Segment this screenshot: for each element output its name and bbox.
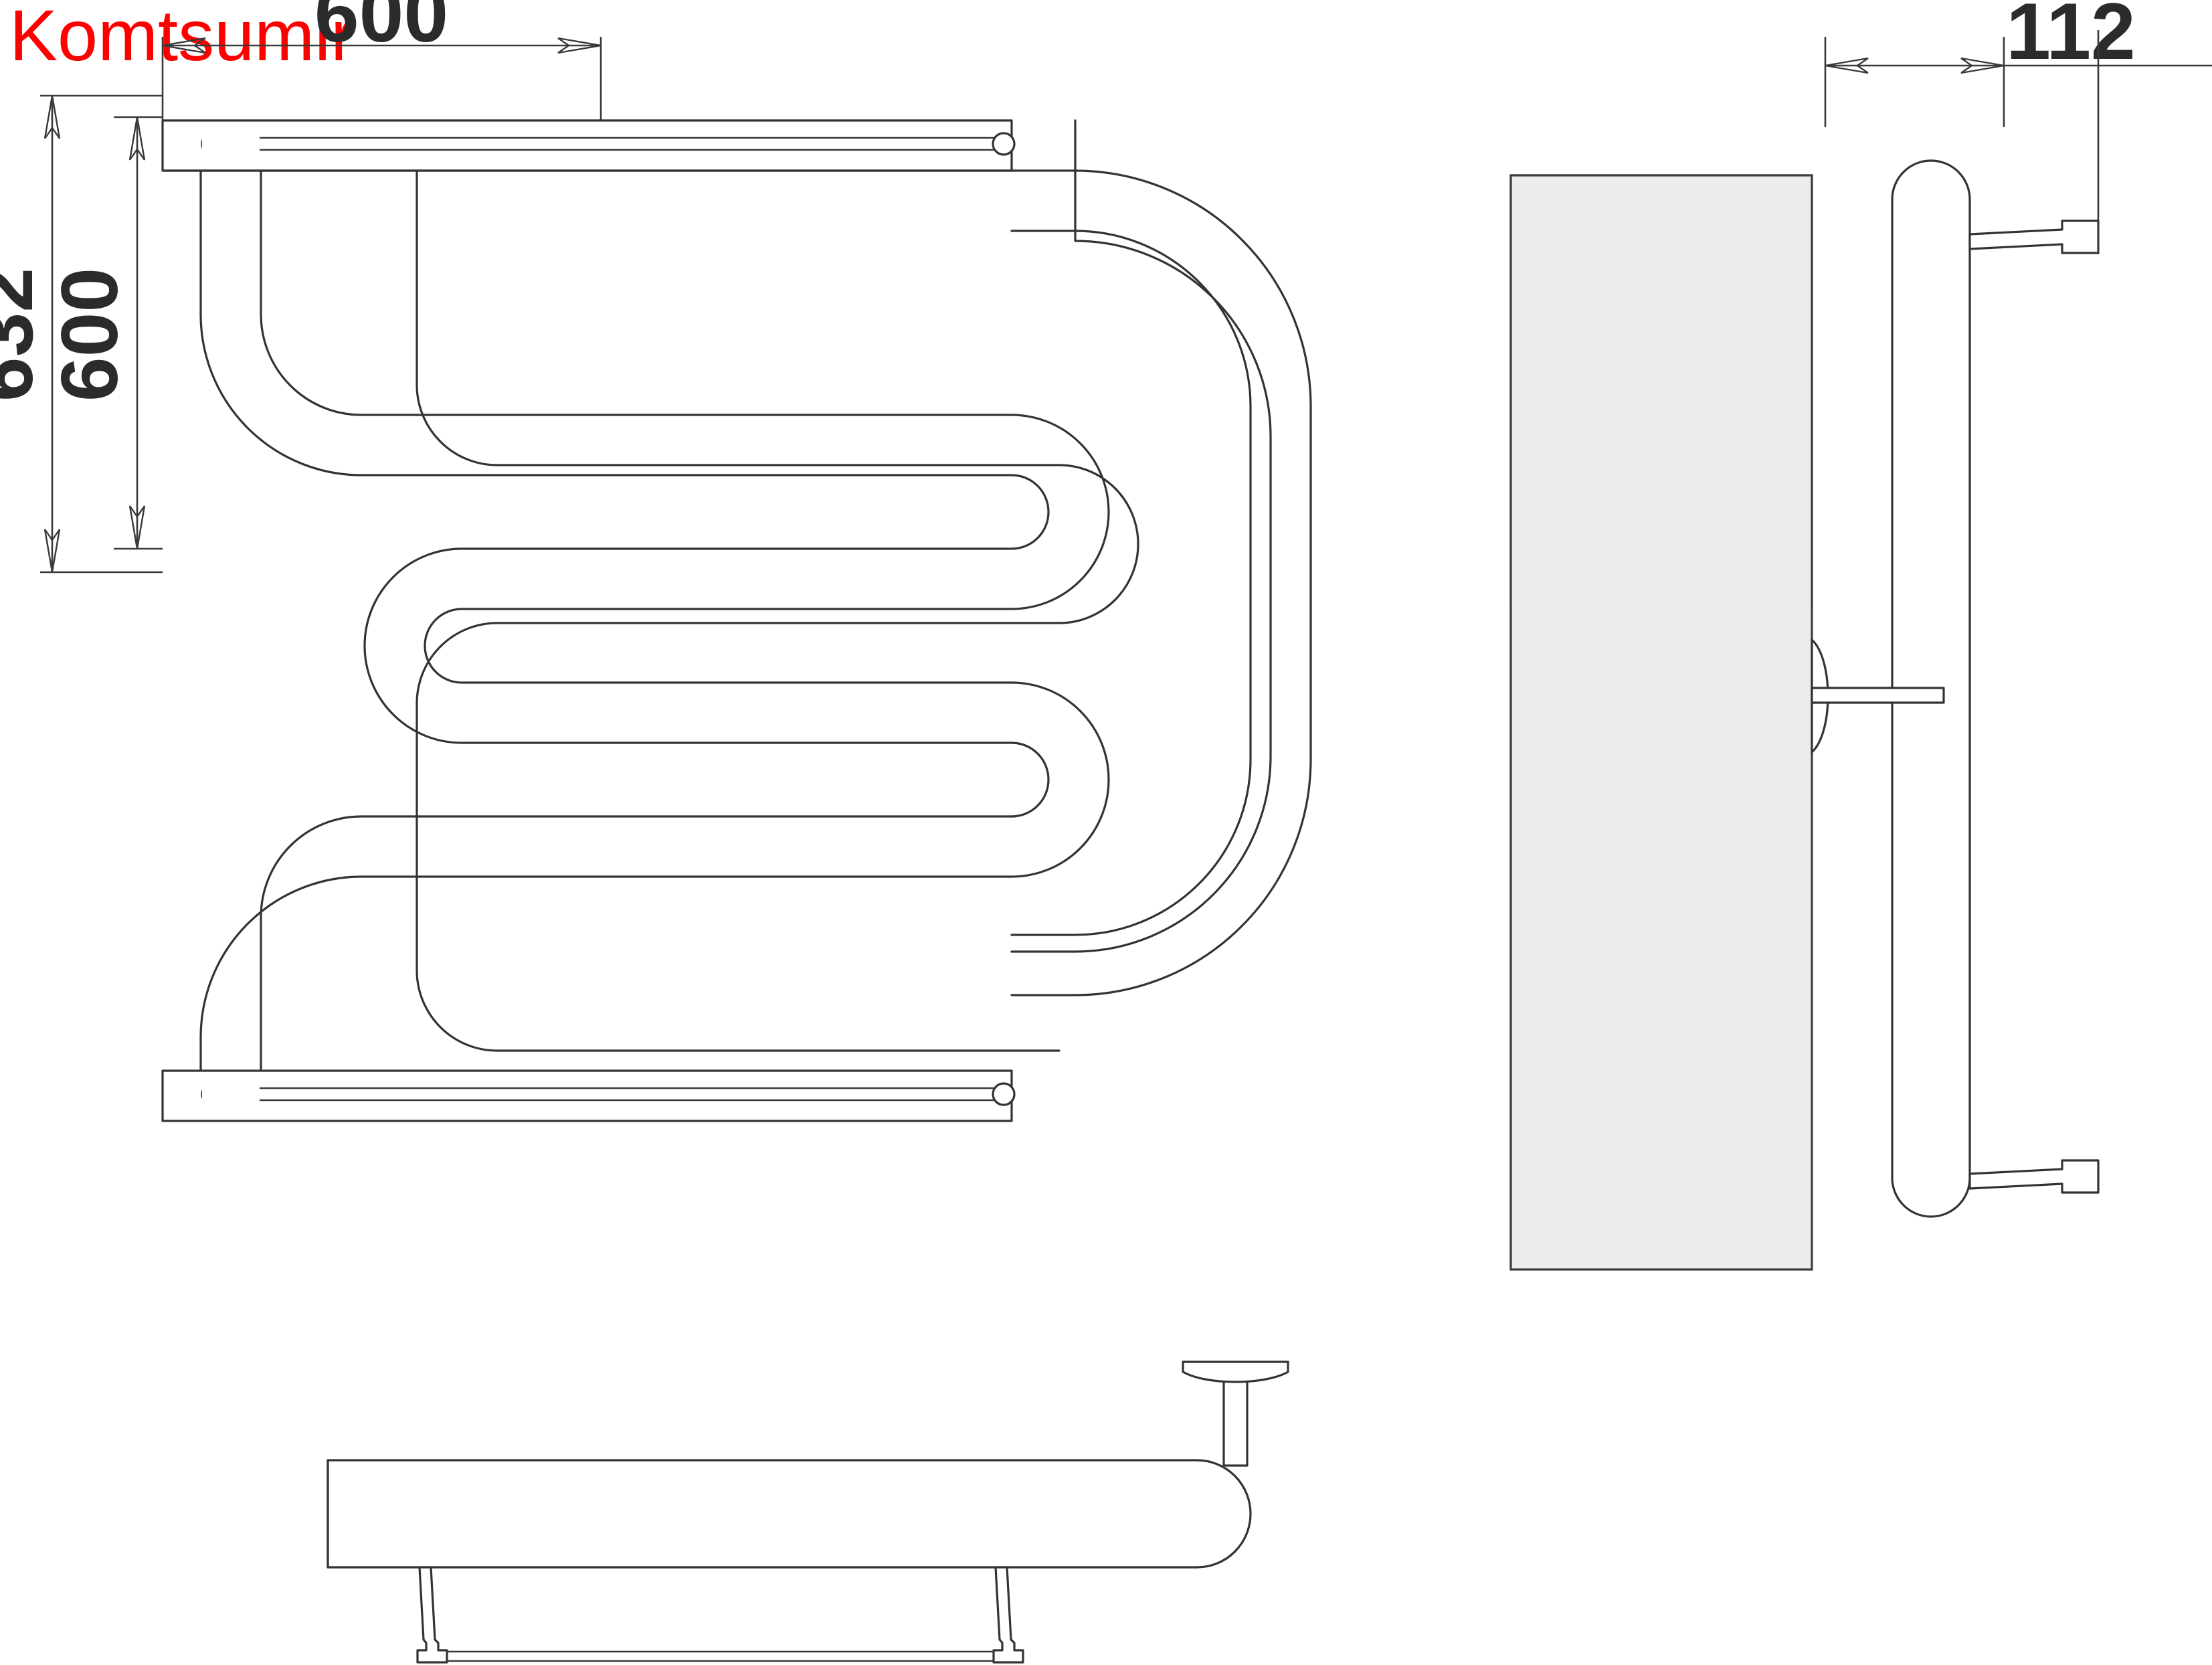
dimension-label-height-inner: 600 [45,268,134,402]
arrowhead-right [557,37,602,54]
arrowhead-left [162,37,206,54]
bottom-connector-right [992,1566,1024,1664]
outer-right-sweep-inner [1010,119,1272,953]
side-view [1509,30,2100,1271]
dimension-label-depth: 112 [2006,0,2136,76]
bottom-connector-left [416,1566,448,1664]
wall-block-full [1509,174,1813,1271]
dimension-height-632: 632 [0,94,163,574]
tube-edge-6 [424,608,1013,684]
tube-edge-7 [1010,681,1110,878]
arrowhead-top [128,116,146,161]
front-view [161,119,1312,1122]
serpentine-inner-edge [416,119,1139,1052]
tube-edge-4 [1010,474,1050,550]
dimension-width-600: 600 [161,0,602,120]
dimension-label-height-overall: 632 [0,268,50,402]
arrowhead-bottom [43,529,61,573]
arrowhead-bottom [128,505,146,549]
bottom-mount-hole-right [992,1082,1016,1106]
top-connector-nipple [1968,220,2100,254]
outer-sweep-outer [1010,169,1312,996]
arrowhead-top [43,95,61,139]
arrowhead-left [1825,57,1869,74]
outer-sweep-inner [1010,230,1252,936]
tube-edge-10 [199,875,1013,1072]
tube-edge-8 [1010,741,1050,818]
bottom-view [327,1361,1289,1664]
seam-cover-top [202,122,260,169]
bottom-manifold-bar [161,1069,1013,1122]
tube-edge-2 [260,159,1013,416]
dimension-height-600: 600 [45,116,163,550]
dimension-label-width: 600 [314,0,448,59]
wall-bracket-arm [1811,687,1945,704]
top-mount-hole-right [992,132,1016,156]
bottom-connector-nipple [1968,1159,2100,1194]
bracket-wall-plate [1182,1361,1289,1383]
tube-edge-9 [260,815,1013,1072]
bracket-post [1222,1379,1249,1467]
tube-edge-1 [199,159,1013,476]
arrowhead-right [1960,57,2005,74]
tube-edge-5 [363,547,1013,744]
tube-edge-3 [1010,414,1110,610]
bottom-wall-bracket [1182,1361,1289,1467]
connector-nipple-left [416,1566,448,1664]
bottom-view-body [327,1459,1252,1569]
connector-nipple-right [992,1566,1024,1664]
watermark-text: Komtsumir [9,0,355,76]
dimension-depth-112: 112 [1824,0,2212,127]
seam-cover-bottom [202,1072,260,1120]
top-manifold-bar [161,119,1013,172]
